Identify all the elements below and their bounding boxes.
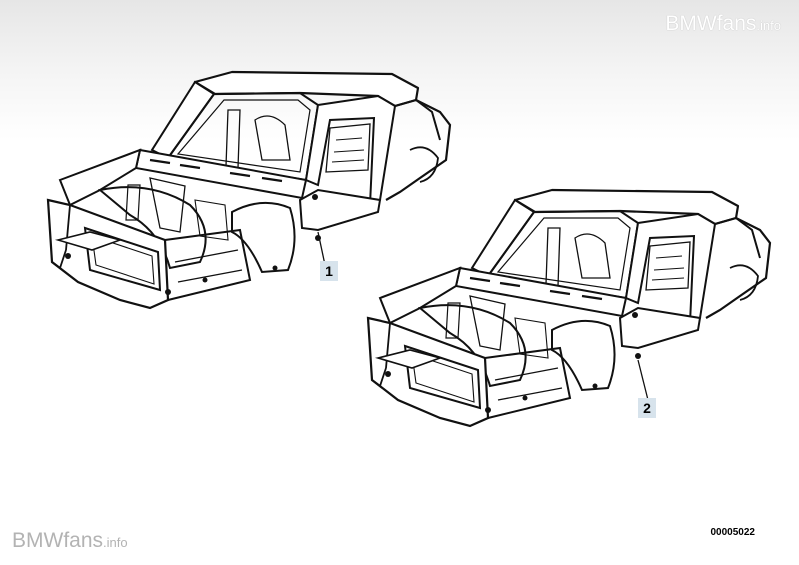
watermark-bottom-suffix: .info <box>103 535 128 550</box>
body-shell-1 <box>46 70 452 310</box>
leader-line-2 <box>637 359 649 401</box>
watermark-top-brand: BMWfans <box>665 12 757 35</box>
watermark-bottom: BMWfans.info <box>12 529 128 553</box>
watermark-top: BMWfans.info <box>665 12 781 36</box>
watermark-bottom-brand: BMWfans <box>12 529 104 552</box>
watermark-top-suffix: .info <box>756 18 781 33</box>
body-shell-2 <box>366 188 772 428</box>
leader-line-1 <box>317 231 326 266</box>
callout-2: 2 <box>638 398 656 418</box>
callout-1: 1 <box>320 261 338 281</box>
diagram-id: 00005022 <box>710 527 756 538</box>
